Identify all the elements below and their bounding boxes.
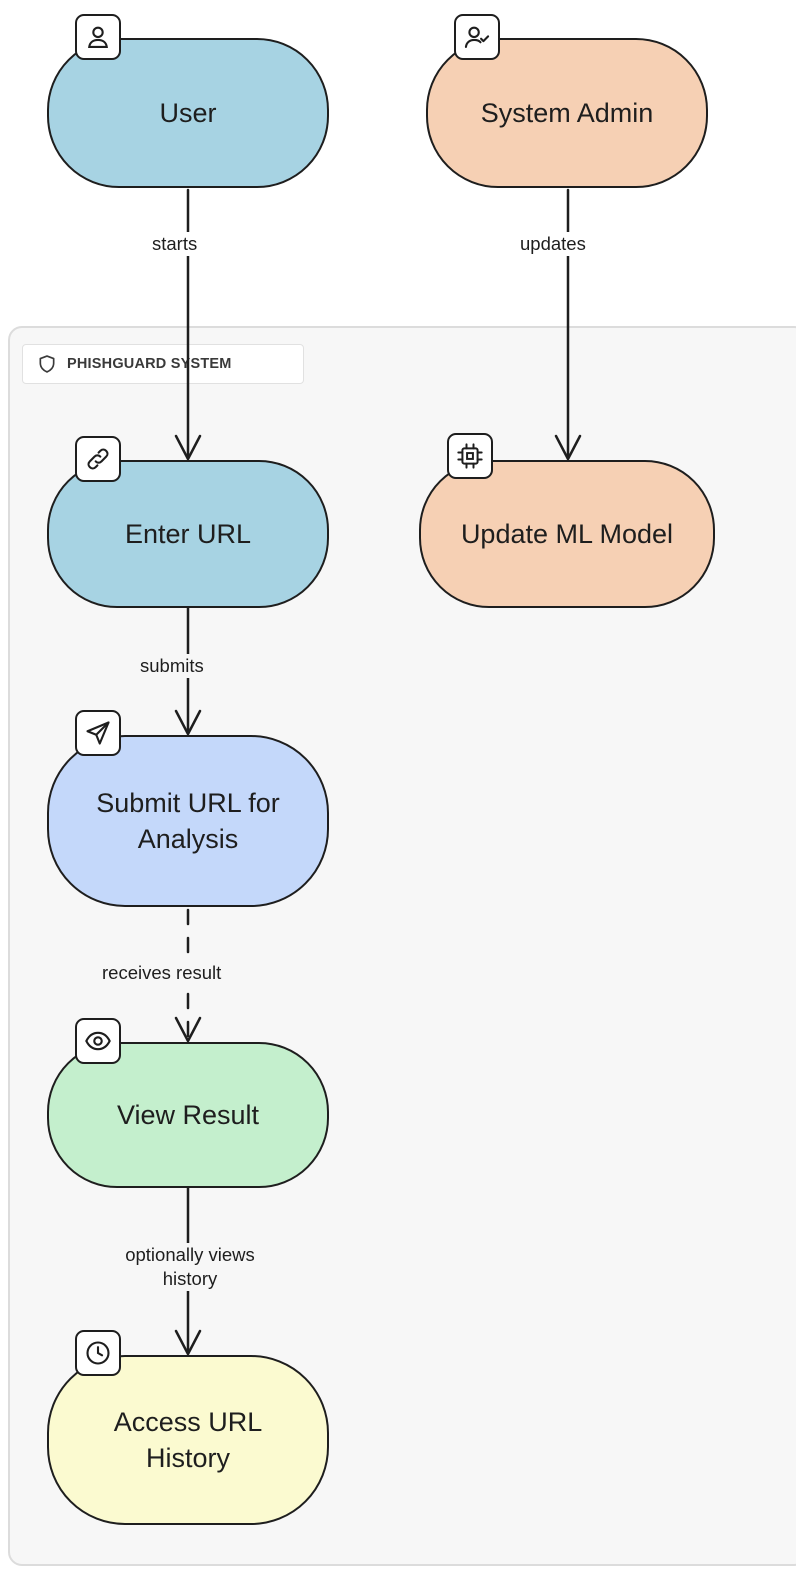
- enter-url-badge: [75, 436, 121, 482]
- edge-label-updates: updates: [518, 232, 588, 256]
- group-label: PHISHGUARD SYSTEM: [22, 344, 304, 384]
- link-icon: [87, 448, 109, 470]
- node-label: Enter URL: [124, 519, 252, 549]
- eye-icon: [85, 1031, 111, 1051]
- arrowhead-submit: [174, 709, 202, 736]
- node-view-result: View Result: [47, 1042, 329, 1188]
- user-check-icon: [464, 26, 490, 48]
- edge-label-receives-result: receives result: [100, 961, 224, 985]
- clock-icon: [86, 1341, 110, 1365]
- user-icon: [88, 26, 108, 48]
- arrowhead-update-model: [554, 434, 582, 461]
- edge-label-starts: starts: [150, 232, 200, 256]
- node-label: View Result: [116, 1100, 260, 1130]
- cpu-icon: [457, 443, 483, 469]
- node-label: System Admin: [480, 98, 654, 128]
- submit-url-badge: [75, 710, 121, 756]
- arrowhead-history: [174, 1329, 202, 1356]
- user-badge: [75, 14, 121, 60]
- node-user: User: [47, 38, 329, 188]
- access-history-badge: [75, 1330, 121, 1376]
- node-label: Update ML Model: [460, 519, 674, 549]
- node-access-history: Access URL History: [47, 1355, 329, 1525]
- node-update-ml-model: Update ML Model: [419, 460, 715, 608]
- edge-label-optionally-views-history: optionally views history: [95, 1243, 285, 1291]
- node-system-admin: System Admin: [426, 38, 708, 188]
- shield-icon: [39, 355, 55, 373]
- node-enter-url: Enter URL: [47, 460, 329, 608]
- edge-label-submits: submits: [138, 654, 206, 678]
- node-label: Access URL History: [113, 1407, 263, 1473]
- send-icon: [86, 721, 110, 745]
- node-label: Submit URL for Analysis: [96, 788, 280, 854]
- arrowhead-view: [174, 1016, 202, 1043]
- update-ml-model-badge: [447, 433, 493, 479]
- node-label: User: [159, 98, 217, 128]
- arrowhead-enter-url: [174, 434, 202, 461]
- system-admin-badge: [454, 14, 500, 60]
- node-submit-url: Submit URL for Analysis: [47, 735, 329, 907]
- group-title: PHISHGUARD SYSTEM: [67, 356, 232, 372]
- view-result-badge: [75, 1018, 121, 1064]
